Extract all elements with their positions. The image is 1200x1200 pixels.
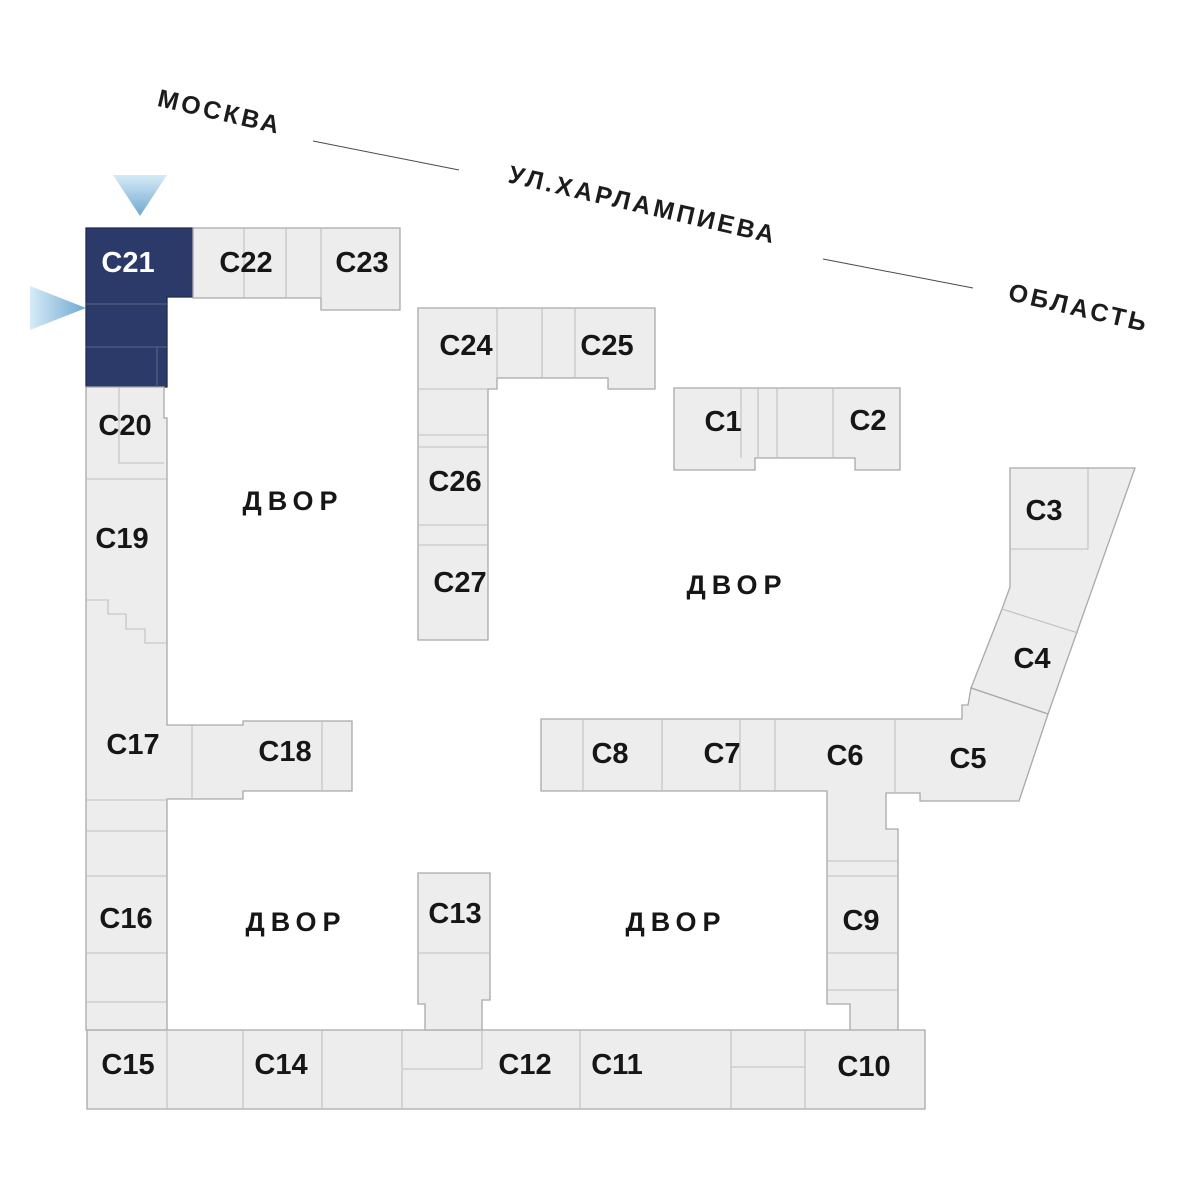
courtyard-labels-layer: ДВОР ДВОР ДВОР ДВОР (242, 486, 787, 937)
building-label-С25[interactable]: С25 (580, 330, 633, 362)
section-dividers-layer (86, 228, 1089, 1109)
divider-c3-c4-strip-2 (1001, 608, 1079, 634)
building-label-С9[interactable]: С9 (842, 905, 879, 937)
building-label-С27[interactable]: С27 (433, 567, 486, 599)
building-label-С1[interactable]: С1 (704, 406, 741, 438)
courtyard-label-1: ДВОР (686, 570, 787, 600)
entrance-arrows-layer (30, 175, 167, 330)
courtyard-label-3: ДВОР (625, 907, 726, 937)
building-shape-c1-c2-row[interactable] (673, 387, 901, 471)
entrance-arrow-top-entrance-icon (113, 175, 167, 216)
building-shape-c5-c9-east-wing[interactable] (540, 687, 1049, 1033)
building-label-С24[interactable]: С24 (439, 330, 492, 362)
building-label-С13[interactable]: С13 (428, 898, 481, 930)
building-shape-c13-stem[interactable] (417, 872, 491, 1031)
building-label-С18[interactable]: С18 (258, 736, 311, 768)
building-label-С5[interactable]: С5 (949, 743, 986, 775)
building-label-С20[interactable]: С20 (98, 410, 151, 442)
street-connector-line-0 (312, 140, 460, 171)
street-label-moskva: МОСКВА (155, 84, 285, 140)
courtyard-label-0: ДВОР (242, 486, 343, 516)
divider-west-strip-0 (118, 387, 164, 464)
building-label-С11[interactable]: С11 (591, 1049, 643, 1081)
building-label-С16[interactable]: С16 (99, 903, 152, 935)
building-label-С4[interactable]: С4 (1013, 643, 1050, 675)
building-label-С17[interactable]: С17 (106, 729, 159, 761)
entrance-arrow-left-entrance-icon (30, 286, 86, 330)
building-label-С21[interactable]: С21 (101, 247, 154, 279)
building-label-С14[interactable]: С14 (254, 1049, 307, 1081)
building-label-С3[interactable]: С3 (1025, 495, 1062, 527)
street-connector-line-1 (822, 258, 974, 289)
building-shape-bottom-row[interactable] (86, 1029, 926, 1110)
building-label-С12[interactable]: С12 (498, 1049, 551, 1081)
building-label-С15[interactable]: С15 (101, 1049, 154, 1081)
street-label-oblast: ОБЛАСТЬ (1006, 278, 1152, 338)
building-shape-c22-c23-row[interactable] (192, 227, 401, 311)
divider-west-strip-2 (86, 599, 167, 644)
building-label-С2[interactable]: С2 (849, 405, 886, 437)
building-label-С6[interactable]: С6 (826, 740, 863, 772)
street-label-kharlampieva: УЛ.ХАРЛАМПИЕВА (506, 161, 780, 250)
street-annotations-layer: МОСКВА УЛ.ХАРЛАМПИЕВА ОБЛАСТЬ (155, 84, 1152, 338)
building-label-С19[interactable]: С19 (95, 523, 148, 555)
building-blocks-layer (85, 227, 1136, 1110)
courtyard-label-2: ДВОР (245, 907, 346, 937)
building-label-С10[interactable]: С10 (837, 1051, 890, 1083)
building-label-С8[interactable]: С8 (591, 738, 628, 770)
building-label-С7[interactable]: С7 (703, 738, 740, 770)
building-label-С22[interactable]: С22 (219, 247, 272, 279)
building-label-С23[interactable]: С23 (335, 247, 388, 279)
building-label-С26[interactable]: С26 (428, 466, 481, 498)
